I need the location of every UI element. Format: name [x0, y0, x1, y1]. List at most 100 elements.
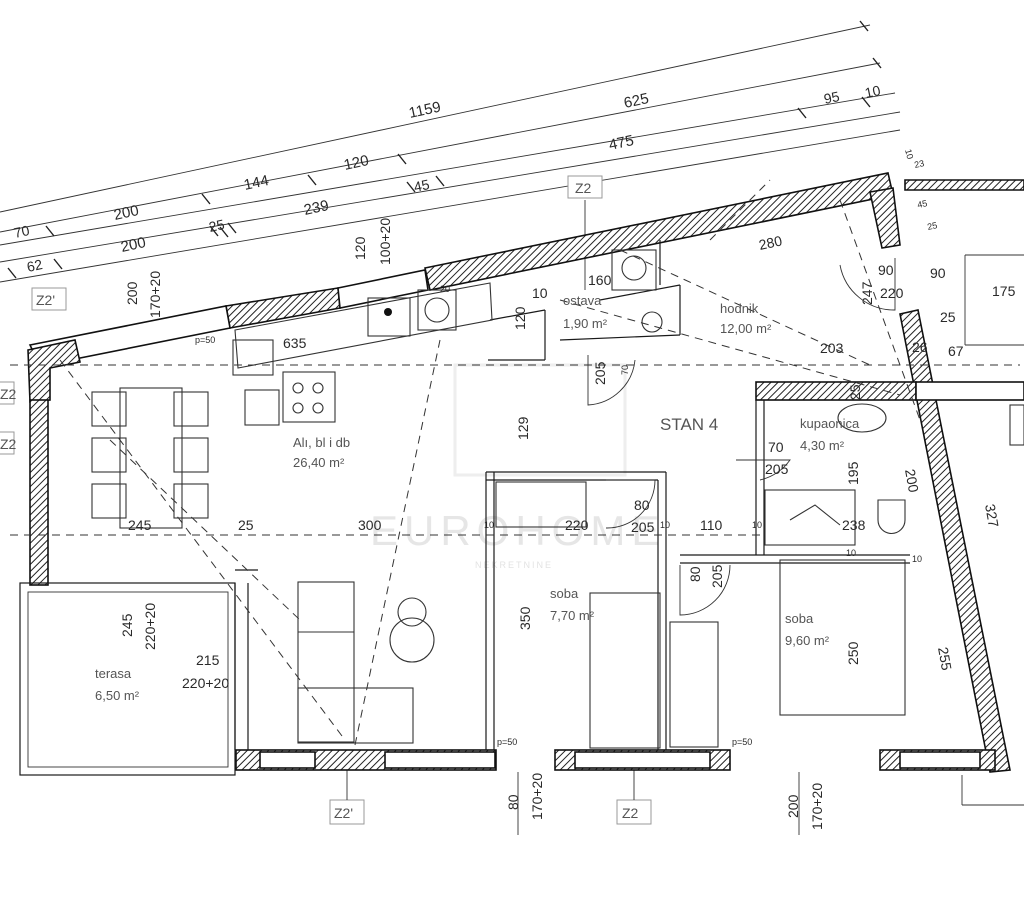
- section-tag-left-mid-1: [0, 381, 15, 405]
- room-storage-name: ostava: [563, 293, 602, 308]
- dim-220-20-b: 220+20: [182, 675, 229, 691]
- wardrobe-2: [669, 621, 719, 748]
- kitchen-counter: [234, 282, 493, 369]
- dim-p50-a: p=50: [195, 335, 215, 345]
- dim-120-top: 120: [342, 152, 370, 174]
- dim-90-b: 90: [930, 265, 946, 281]
- dim-70-b: 70: [768, 439, 784, 455]
- room-hallway-name: hodnik: [720, 301, 759, 316]
- boiler: [611, 249, 657, 291]
- bar-stool: [232, 339, 274, 376]
- room-living-name: Alı, bl i db: [293, 435, 350, 450]
- section-tag-top: [567, 175, 603, 199]
- sink-drain-icon: [384, 308, 392, 316]
- wall-bottom-window-2: [384, 751, 496, 769]
- radiator: [1009, 404, 1024, 446]
- furniture: [91, 249, 1024, 749]
- dim-245-a: 245: [128, 517, 152, 533]
- chair: [91, 437, 127, 473]
- dim-239: 239: [302, 197, 330, 219]
- dim-170-20-b: 170+20: [529, 773, 545, 820]
- section-tag-left-upper-label: Z2': [36, 292, 55, 308]
- dim-200-a: 200: [902, 468, 922, 494]
- door-bathroom: [736, 459, 791, 481]
- section-tag-left-mid-2: [0, 431, 15, 455]
- wall-left-corner: [27, 339, 81, 403]
- room-bedroom2-area: 9,60 m²: [785, 633, 830, 648]
- chair: [91, 391, 127, 427]
- door-bedroom1: [605, 479, 656, 529]
- watermark-brand: EUROHOME: [370, 507, 665, 554]
- wall-right-slant: [899, 309, 1011, 773]
- dim-45: 45: [412, 176, 431, 195]
- dim-475: 475: [607, 132, 635, 154]
- dim-10-f: 10: [912, 554, 922, 564]
- chair: [91, 483, 127, 519]
- dim-220-b: 220: [565, 517, 589, 533]
- dim-10-a: 10: [532, 285, 548, 301]
- dim-175: 175: [992, 283, 1016, 299]
- dim-170-20-c: 170+20: [809, 783, 825, 830]
- room-living-area: 26,40 m²: [293, 455, 345, 470]
- dim-350: 350: [517, 606, 533, 630]
- dim-67: 67: [948, 343, 964, 359]
- walls: [19, 172, 1024, 806]
- wardrobe-1: [495, 481, 587, 528]
- dim-25-b: 25: [847, 384, 863, 400]
- dim-255: 255: [935, 646, 955, 672]
- room-terrace-area: 6,50 m²: [95, 688, 140, 703]
- chair: [173, 391, 209, 427]
- dim-10-b: 10: [484, 520, 494, 530]
- toilet: [877, 499, 906, 535]
- wall-bathroom-top-ext: [915, 381, 1024, 401]
- section-tag-top-label: Z2: [575, 180, 592, 196]
- dim-70: 70: [12, 222, 31, 241]
- dim-90-a: 90: [878, 262, 894, 278]
- shower: [764, 489, 856, 546]
- side-table: [397, 597, 427, 627]
- room-labels: STAN 4 Alı, bl i db 26,40 m² ostava 1,90…: [95, 293, 860, 703]
- dim-62: 62: [25, 256, 44, 275]
- dim-10-d: 10: [752, 520, 762, 530]
- washing-machine: [417, 289, 457, 331]
- dim-80-b: 80: [687, 566, 703, 582]
- room-storage-area: 1,90 m²: [563, 316, 608, 331]
- room-bathroom-area: 4,30 m²: [800, 438, 845, 453]
- dim-80-a: 80: [634, 497, 650, 513]
- section-tag-left-mid-1-label: Z2: [0, 386, 17, 402]
- dim-327: 327: [982, 503, 1002, 529]
- bar-stool: [244, 389, 280, 426]
- dim-300: 300: [358, 517, 382, 533]
- dim-10-c: 10: [660, 520, 670, 530]
- dim-120-v: 120: [352, 236, 368, 260]
- dim-205-d: 205: [709, 564, 725, 588]
- bed-2: [779, 559, 906, 716]
- section-tag-bottom-left-label: Z2': [334, 805, 353, 821]
- dim-right-10: 10: [903, 148, 915, 160]
- chair: [173, 483, 209, 519]
- section-tag-bottom-left: [329, 799, 365, 825]
- dim-200-b: 200: [119, 234, 147, 256]
- dim-220-20-a: 220+20: [142, 603, 158, 650]
- dim-203: 203: [820, 340, 844, 356]
- room-bedroom1-area: 7,70 m²: [550, 608, 595, 623]
- room-terrace-name: terasa: [95, 666, 132, 681]
- dim-120-b: 120: [512, 306, 528, 330]
- door-entrance: [839, 258, 896, 311]
- doors: [587, 258, 896, 616]
- dim-80-c: 80: [505, 794, 521, 810]
- dim-144: 144: [242, 172, 270, 194]
- dim-238: 238: [842, 517, 866, 533]
- bed-1: [589, 592, 661, 749]
- dining-table: [119, 387, 183, 529]
- watermark: EUROHOME NEKRETNINE: [370, 363, 665, 570]
- dim-215: 215: [196, 652, 220, 668]
- room-bedroom1-name: soba: [550, 586, 579, 601]
- section-tag-left-upper: [31, 287, 67, 311]
- stove: [282, 371, 336, 423]
- dim-200-b: 200: [124, 281, 140, 305]
- section-tag-left-mid-2-label: Z2: [0, 436, 17, 452]
- bathroom-sink: [837, 403, 887, 433]
- dim-625: 625: [622, 90, 650, 112]
